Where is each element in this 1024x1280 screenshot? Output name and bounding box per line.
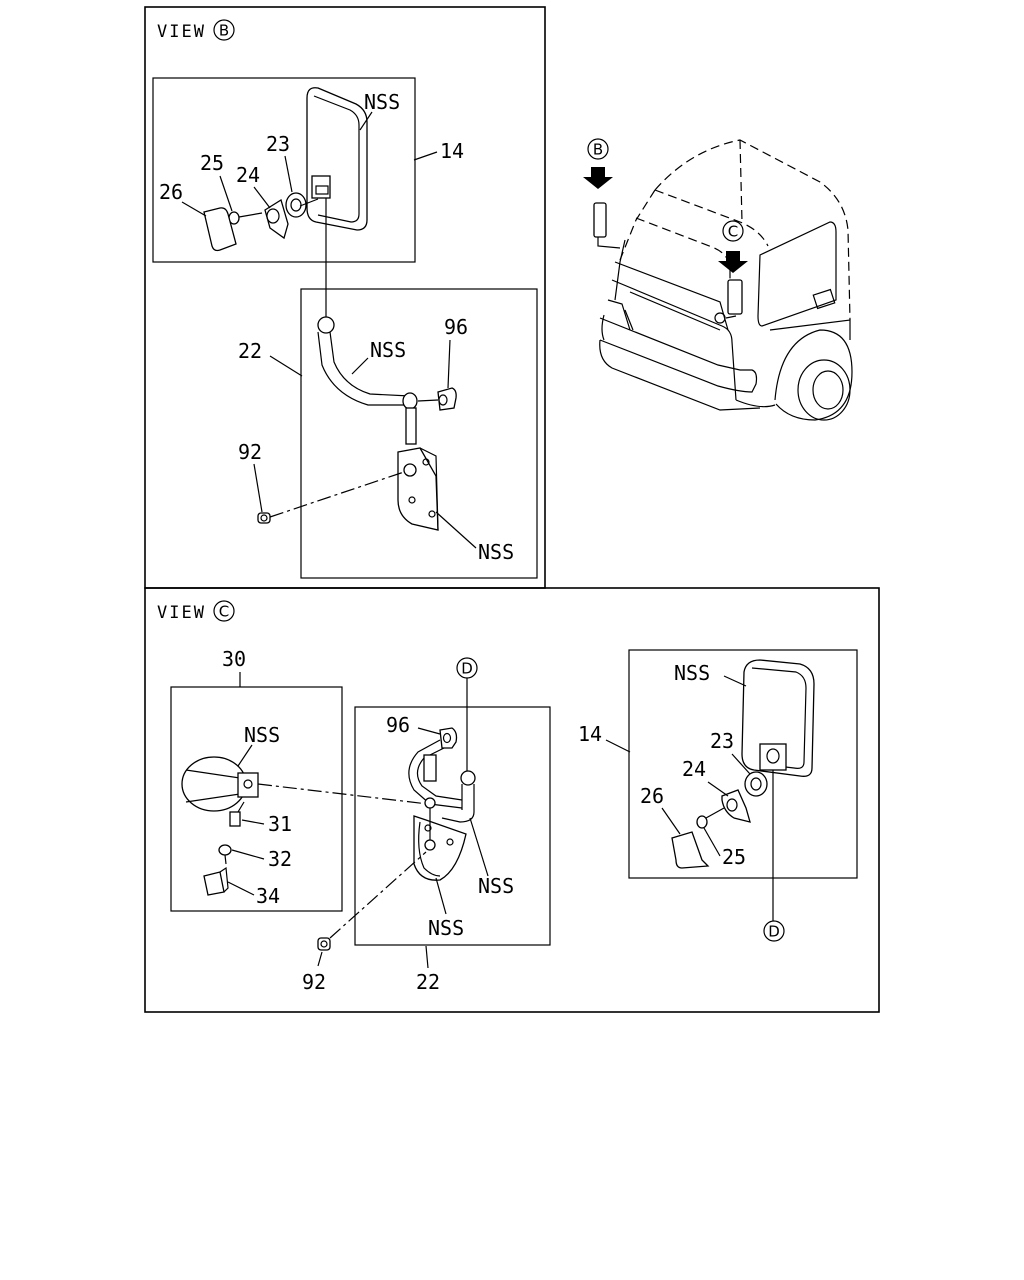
view-c-part-96-cap: [439, 727, 458, 749]
view-b-label-26: 26: [159, 180, 183, 204]
view-b-part-24-clamp: [264, 198, 289, 240]
view-c-bracket: [413, 815, 467, 881]
view-c-marker-d-top: D: [461, 660, 473, 678]
view-c-label-23: 23: [710, 729, 734, 753]
view-b-label-nss-mirror: NSS: [364, 90, 400, 114]
view-c-round-mirror: [181, 756, 259, 812]
view-b-label-nss-bracket: NSS: [478, 540, 514, 564]
view-b-part-25-screw: [228, 211, 263, 225]
view-c-label-nss-bracket: NSS: [428, 916, 464, 940]
view-c-part-34-cover: [203, 866, 229, 896]
view-b-part-22-arm: [317, 316, 418, 445]
view-b-mirror-box: [152, 77, 416, 263]
view-c-label-25: 25: [722, 845, 746, 869]
view-b-label-92: 92: [238, 440, 262, 464]
view-c-title: VIEW: [157, 603, 206, 623]
view-c-label-nss-round: NSS: [244, 723, 280, 747]
view-b-label-25: 25: [200, 151, 224, 175]
view-b-label-23: 23: [266, 132, 290, 156]
view-c-label-24: 24: [682, 757, 706, 781]
view-c-marker: C: [219, 603, 229, 621]
view-c-part-92-bolt: [317, 851, 427, 951]
view-c-part-25-screw: [696, 807, 725, 829]
view-b-part-26-cover: [203, 207, 237, 252]
view-b-panel: VIEW B: [144, 6, 546, 589]
view-c-part-22-arm: [408, 739, 476, 823]
view-b-part-92-bolt: [257, 471, 405, 524]
view-b-arm-box: [300, 288, 538, 579]
view-b-mirror-head: [306, 87, 368, 231]
view-b-marker: B: [219, 22, 229, 40]
view-c-part-26-cover: [671, 831, 710, 869]
view-b-label-96: 96: [444, 315, 468, 339]
view-b-part-96-cap: [417, 387, 457, 411]
view-c-label-30: 30: [222, 647, 246, 671]
view-c-label-14: 14: [578, 722, 602, 746]
truck-cab-illustration: B C: [583, 138, 853, 421]
truck-arrow-b: B: [583, 138, 613, 189]
view-c-label-34: 34: [256, 884, 280, 908]
view-b-label-14: 14: [440, 139, 464, 163]
view-c-part-31-clip: [229, 801, 245, 827]
truck-arrow-c: C: [718, 220, 748, 273]
view-c-part-30-box: [170, 686, 343, 912]
view-c-panel: VIEW C 30 NSS 31 32 34: [144, 587, 880, 1013]
view-c-label-92: 92: [302, 970, 326, 994]
view-c-mirror-box: [628, 649, 858, 879]
view-c-label-22: 22: [416, 970, 440, 994]
view-c-label-26: 26: [640, 784, 664, 808]
view-c-arm-box: [354, 706, 551, 946]
view-c-part-32-screw: [218, 844, 232, 865]
view-c-label-31: 31: [268, 812, 292, 836]
view-c-part-23-socket: [744, 771, 768, 797]
view-c-part-24-clamp: [721, 789, 751, 823]
view-b-label-nss-arm: NSS: [370, 338, 406, 362]
view-c-label-96: 96: [386, 713, 410, 737]
view-b-part-23-socket: [285, 192, 307, 218]
view-c-label-32: 32: [268, 847, 292, 871]
view-c-mirror-head: [741, 659, 815, 777]
view-c-marker-d-bottom: D: [768, 923, 780, 941]
truck-marker-b: B: [593, 141, 603, 159]
truck-marker-c: C: [728, 223, 738, 241]
view-b-label-24: 24: [236, 163, 260, 187]
view-b-label-22: 22: [238, 339, 262, 363]
view-b-bracket: [397, 447, 439, 531]
view-c-label-nss-arm: NSS: [478, 874, 514, 898]
view-c-label-nss-mirror: NSS: [674, 661, 710, 685]
view-b-title: VIEW: [157, 22, 206, 42]
